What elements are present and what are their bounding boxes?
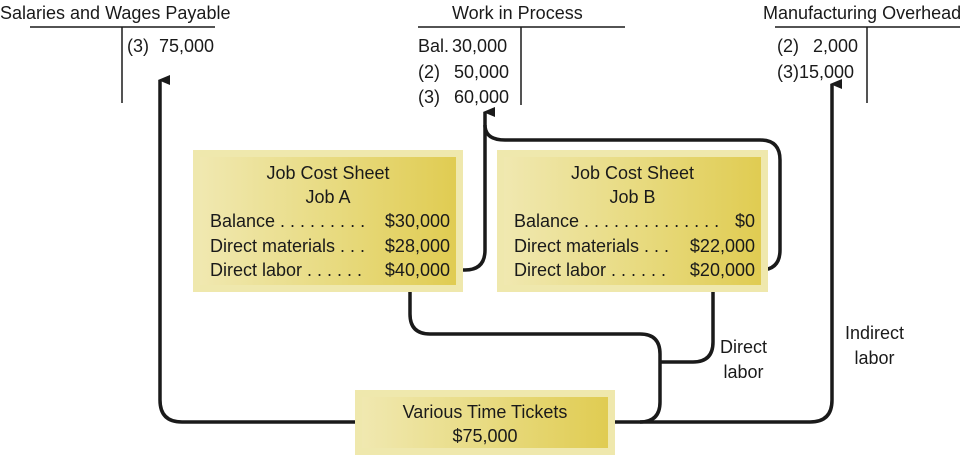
tickets-amount: $75,000 (452, 426, 518, 446)
entry-amount: 60,000 (454, 87, 510, 107)
arrow-to-job-b (660, 278, 723, 364)
job-a-row: Direct materials . . . $28,000 (200, 234, 456, 259)
arrow-to-overhead (612, 79, 842, 424)
row-label: Direct materials . . . (514, 235, 670, 256)
row-value: $20,000 (689, 260, 755, 280)
entry-ref: (3) (777, 61, 799, 82)
job-b-cost-sheet: Job Cost Sheet Job B Balance . . . . . .… (497, 150, 768, 292)
indirect-labor-label: Indirect labor (845, 321, 904, 371)
entry-ref: (2) (418, 61, 440, 82)
row-label: Direct materials . . . (210, 235, 366, 256)
direct-labor-label: Direct labor (720, 335, 767, 385)
arrow-to-job-a (408, 278, 662, 424)
entry-amount: 75,000 (159, 36, 215, 56)
time-tickets-box: Various Time Tickets $75,000 (355, 390, 615, 455)
label-line: Direct (720, 337, 768, 357)
wip-entry: (2) 50,000 (418, 60, 509, 86)
salaries-entry: (3) 75,000 (127, 34, 214, 60)
moh-entry: (2) 2,000 (777, 34, 858, 60)
job-b-title: Job Cost Sheet (570, 163, 695, 183)
job-a-row: Balance . . . . . . . . . $30,000 (200, 209, 456, 234)
entry-ref: (3) (127, 36, 149, 56)
job-b-row: Balance . . . . . . . . . . . . . . $0 (504, 209, 761, 234)
entry-amount: 30,000 (452, 36, 508, 56)
line-job-b-to-wip (483, 124, 782, 272)
row-label: Balance . . . . . . . . . (210, 211, 366, 231)
job-a-name: Job A (305, 187, 351, 207)
job-b-row: Direct labor . . . . . . $20,000 (504, 258, 761, 283)
tickets-title: Various Time Tickets (402, 402, 568, 422)
row-value: $28,000 (384, 235, 450, 256)
moh-entry: (3)15,000 (777, 60, 858, 86)
row-value: $22,000 (689, 235, 755, 256)
job-b-row: Direct materials . . . $22,000 (504, 234, 761, 259)
row-value: $40,000 (384, 260, 450, 280)
row-label: Direct labor . . . . . . (514, 260, 667, 280)
row-value: $30,000 (384, 211, 450, 231)
label-line: labor (723, 362, 764, 382)
job-b-name: Job B (609, 187, 656, 207)
wip-title: Work in Process (452, 3, 583, 23)
row-label: Balance . . . . . . . . . . . . . . (514, 211, 720, 231)
salaries-title: Salaries and Wages Payable (0, 3, 231, 23)
label-line: Indirect (845, 323, 905, 343)
moh-title: Manufacturing Overhead (763, 3, 962, 23)
job-a-row: Direct labor . . . . . . $40,000 (200, 258, 456, 283)
wip-entry: Bal.30,000 (418, 34, 509, 60)
row-value: $0 (734, 211, 755, 231)
entry-amount: 15,000 (799, 61, 855, 82)
entry-ref: Bal. (418, 36, 450, 56)
row-label: Direct labor . . . . . . (210, 260, 363, 280)
entry-amount: 50,000 (454, 61, 510, 82)
arrow-to-salaries (158, 75, 358, 424)
wip-entry: (3) 60,000 (418, 85, 509, 111)
job-a-cost-sheet: Job Cost Sheet Job A Balance . . . . . .… (193, 150, 463, 292)
entry-amount: 2,000 (813, 36, 859, 56)
entry-ref: (3) (418, 87, 440, 107)
label-line: labor (854, 348, 895, 368)
wip-debits: Bal.30,000 (2) 50,000 (3) 60,000 (418, 34, 509, 111)
moh-debits: (2) 2,000 (3)15,000 (777, 34, 858, 85)
job-a-title: Job Cost Sheet (266, 163, 390, 183)
arrow-job-a-to-wip (450, 107, 495, 272)
entry-ref: (2) (777, 36, 799, 56)
